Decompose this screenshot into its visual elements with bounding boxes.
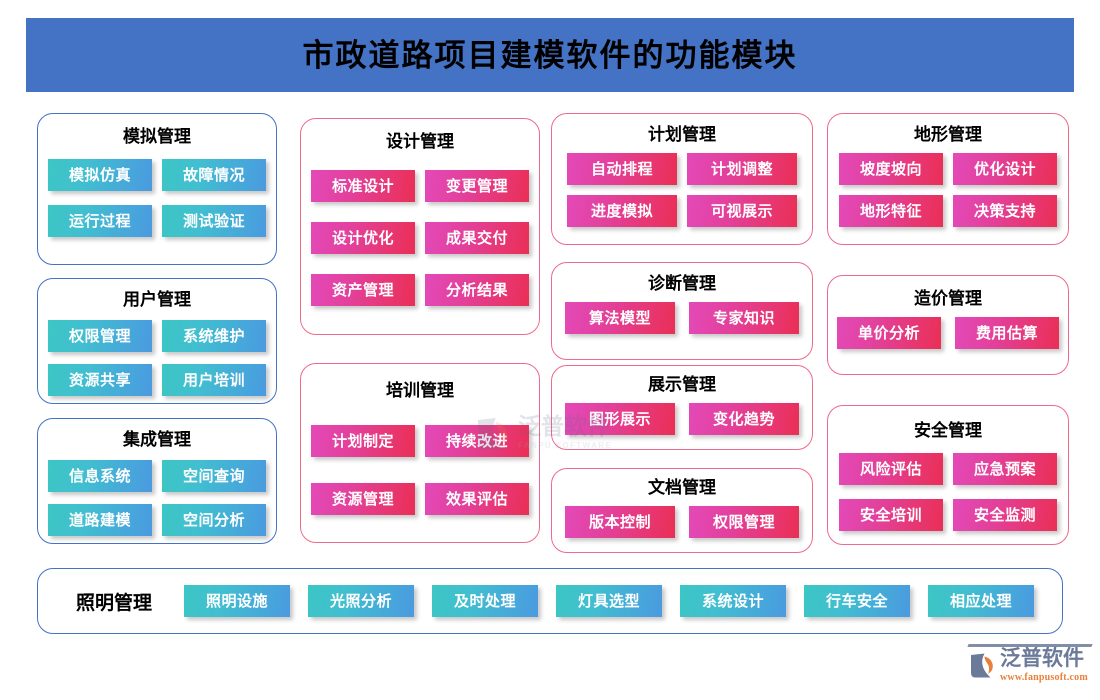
pill-效果评估[interactable]: 效果评估 xyxy=(425,483,529,515)
pill-grid-模拟管理: 模拟仿真故障情况运行过程测试验证 xyxy=(48,159,266,237)
pill-决策支持[interactable]: 决策支持 xyxy=(953,195,1057,227)
pill-grid-造价管理: 单价分析费用估算 xyxy=(837,317,1059,349)
pill-计划调整[interactable]: 计划调整 xyxy=(687,153,797,185)
pill-行车安全[interactable]: 行车安全 xyxy=(804,585,911,617)
card-集成管理[interactable]: 集成管理信息系统空间查询道路建模空间分析 xyxy=(37,418,277,544)
card-title-lighting-management: 照明管理 xyxy=(76,592,153,614)
pill-信息系统[interactable]: 信息系统 xyxy=(48,460,152,492)
pill-计划制定[interactable]: 计划制定 xyxy=(311,425,415,457)
card-title-安全管理: 安全管理 xyxy=(914,421,982,440)
card-安全管理[interactable]: 安全管理风险评估应急预案安全培训安全监测 xyxy=(827,405,1069,545)
card-展示管理[interactable]: 展示管理图形展示变化趋势 xyxy=(551,365,813,450)
pill-可视展示[interactable]: 可视展示 xyxy=(687,195,797,227)
brand-logo[interactable]: 泛普软件 www.fanpusoft.com xyxy=(968,648,1094,692)
pill-系统设计[interactable]: 系统设计 xyxy=(680,585,787,617)
pill-灯具选型[interactable]: 灯具选型 xyxy=(556,585,663,617)
pill-自动排程[interactable]: 自动排程 xyxy=(567,153,677,185)
card-title-文档管理: 文档管理 xyxy=(648,478,716,497)
pill-及时处理[interactable]: 及时处理 xyxy=(432,585,539,617)
pill-进度模拟[interactable]: 进度模拟 xyxy=(567,195,677,227)
pill-变更管理[interactable]: 变更管理 xyxy=(425,170,529,202)
pill-grid-设计管理: 标准设计变更管理设计优化成果交付资产管理分析结果 xyxy=(311,170,529,306)
pill-应急预案[interactable]: 应急预案 xyxy=(953,453,1057,485)
pill-资源共享[interactable]: 资源共享 xyxy=(48,364,152,396)
brand-name: 泛普软件 xyxy=(1000,647,1084,670)
card-地形管理[interactable]: 地形管理坡度坡向优化设计地形特征决策支持 xyxy=(827,113,1069,245)
pill-用户培训[interactable]: 用户培训 xyxy=(162,364,266,396)
pill-grid-集成管理: 信息系统空间查询道路建模空间分析 xyxy=(48,460,266,536)
pill-风险评估[interactable]: 风险评估 xyxy=(839,453,943,485)
card-用户管理[interactable]: 用户管理权限管理系统维护资源共享用户培训 xyxy=(37,278,277,404)
pill-优化设计[interactable]: 优化设计 xyxy=(953,153,1057,185)
pill-grid-安全管理: 风险评估应急预案安全培训安全监测 xyxy=(839,453,1057,531)
pill-标准设计[interactable]: 标准设计 xyxy=(311,170,415,202)
pill-运行过程[interactable]: 运行过程 xyxy=(48,205,152,237)
title-banner: 市政道路项目建模软件的功能模块 xyxy=(26,18,1074,92)
card-title-计划管理: 计划管理 xyxy=(648,125,716,144)
pill-专家知识[interactable]: 专家知识 xyxy=(689,302,799,334)
pill-grid-诊断管理: 算法模型专家知识 xyxy=(565,302,799,334)
card-title-培训管理: 培训管理 xyxy=(386,381,454,400)
card-造价管理[interactable]: 造价管理单价分析费用估算 xyxy=(827,275,1069,375)
card-培训管理[interactable]: 培训管理计划制定持续改进资源管理效果评估 xyxy=(300,363,540,543)
brand-logo-text: 泛普软件 www.fanpusoft.com xyxy=(1000,648,1088,683)
pill-系统维护[interactable]: 系统维护 xyxy=(162,320,266,352)
fanpu-logo-icon xyxy=(968,649,998,679)
pill-算法模型[interactable]: 算法模型 xyxy=(565,302,675,334)
pill-grid-培训管理: 计划制定持续改进资源管理效果评估 xyxy=(311,425,529,515)
pill-grid-展示管理: 图形展示变化趋势 xyxy=(565,403,799,435)
card-title-展示管理: 展示管理 xyxy=(648,375,716,394)
pill-资源管理[interactable]: 资源管理 xyxy=(311,483,415,515)
pill-道路建模[interactable]: 道路建模 xyxy=(48,504,152,536)
pill-安全监测[interactable]: 安全监测 xyxy=(953,499,1057,531)
pill-变化趋势[interactable]: 变化趋势 xyxy=(689,403,799,435)
pill-权限管理[interactable]: 权限管理 xyxy=(689,506,799,538)
card-title-集成管理: 集成管理 xyxy=(123,430,191,449)
card-模拟管理[interactable]: 模拟管理模拟仿真故障情况运行过程测试验证 xyxy=(37,113,277,265)
card-title-造价管理: 造价管理 xyxy=(914,289,982,308)
page-title: 市政道路项目建模软件的功能模块 xyxy=(302,37,798,73)
pill-设计优化[interactable]: 设计优化 xyxy=(311,222,415,254)
pill-费用估算[interactable]: 费用估算 xyxy=(955,317,1059,349)
card-title-诊断管理: 诊断管理 xyxy=(648,274,716,293)
pill-分析结果[interactable]: 分析结果 xyxy=(425,274,529,306)
card-title-设计管理: 设计管理 xyxy=(386,132,454,151)
pill-grid-用户管理: 权限管理系统维护资源共享用户培训 xyxy=(48,320,266,396)
pill-坡度坡向[interactable]: 坡度坡向 xyxy=(839,153,943,185)
pill-grid-计划管理: 自动排程计划调整进度模拟可视展示 xyxy=(567,153,797,227)
pill-grid-文档管理: 版本控制权限管理 xyxy=(565,506,799,538)
card-诊断管理[interactable]: 诊断管理算法模型专家知识 xyxy=(551,262,813,360)
card-title-用户管理: 用户管理 xyxy=(123,290,191,309)
pill-单价分析[interactable]: 单价分析 xyxy=(837,317,941,349)
pill-成果交付[interactable]: 成果交付 xyxy=(425,222,529,254)
pill-安全培训[interactable]: 安全培训 xyxy=(839,499,943,531)
pill-权限管理[interactable]: 权限管理 xyxy=(48,320,152,352)
pill-row-lighting-management: 照明设施光照分析及时处理灯具选型系统设计行车安全相应处理 xyxy=(184,585,1035,617)
card-文档管理[interactable]: 文档管理版本控制权限管理 xyxy=(551,468,813,553)
pill-空间查询[interactable]: 空间查询 xyxy=(162,460,266,492)
card-title-地形管理: 地形管理 xyxy=(914,125,982,144)
pill-图形展示[interactable]: 图形展示 xyxy=(565,403,675,435)
brand-url: www.fanpusoft.com xyxy=(1000,672,1088,683)
pill-资产管理[interactable]: 资产管理 xyxy=(311,274,415,306)
pill-持续改进[interactable]: 持续改进 xyxy=(425,425,529,457)
card-计划管理[interactable]: 计划管理自动排程计划调整进度模拟可视展示 xyxy=(551,113,813,245)
card-lighting-management[interactable]: 照明管理 照明设施光照分析及时处理灯具选型系统设计行车安全相应处理 xyxy=(37,568,1063,634)
pill-grid-地形管理: 坡度坡向优化设计地形特征决策支持 xyxy=(839,153,1057,227)
card-设计管理[interactable]: 设计管理标准设计变更管理设计优化成果交付资产管理分析结果 xyxy=(300,118,540,335)
pill-模拟仿真[interactable]: 模拟仿真 xyxy=(48,159,152,191)
pill-故障情况[interactable]: 故障情况 xyxy=(162,159,266,191)
card-title-模拟管理: 模拟管理 xyxy=(123,127,191,146)
pill-相应处理[interactable]: 相应处理 xyxy=(928,585,1035,617)
pill-照明设施[interactable]: 照明设施 xyxy=(184,585,291,617)
pill-空间分析[interactable]: 空间分析 xyxy=(162,504,266,536)
pill-光照分析[interactable]: 光照分析 xyxy=(308,585,415,617)
pill-版本控制[interactable]: 版本控制 xyxy=(565,506,675,538)
pill-地形特征[interactable]: 地形特征 xyxy=(839,195,943,227)
pill-测试验证[interactable]: 测试验证 xyxy=(162,205,266,237)
